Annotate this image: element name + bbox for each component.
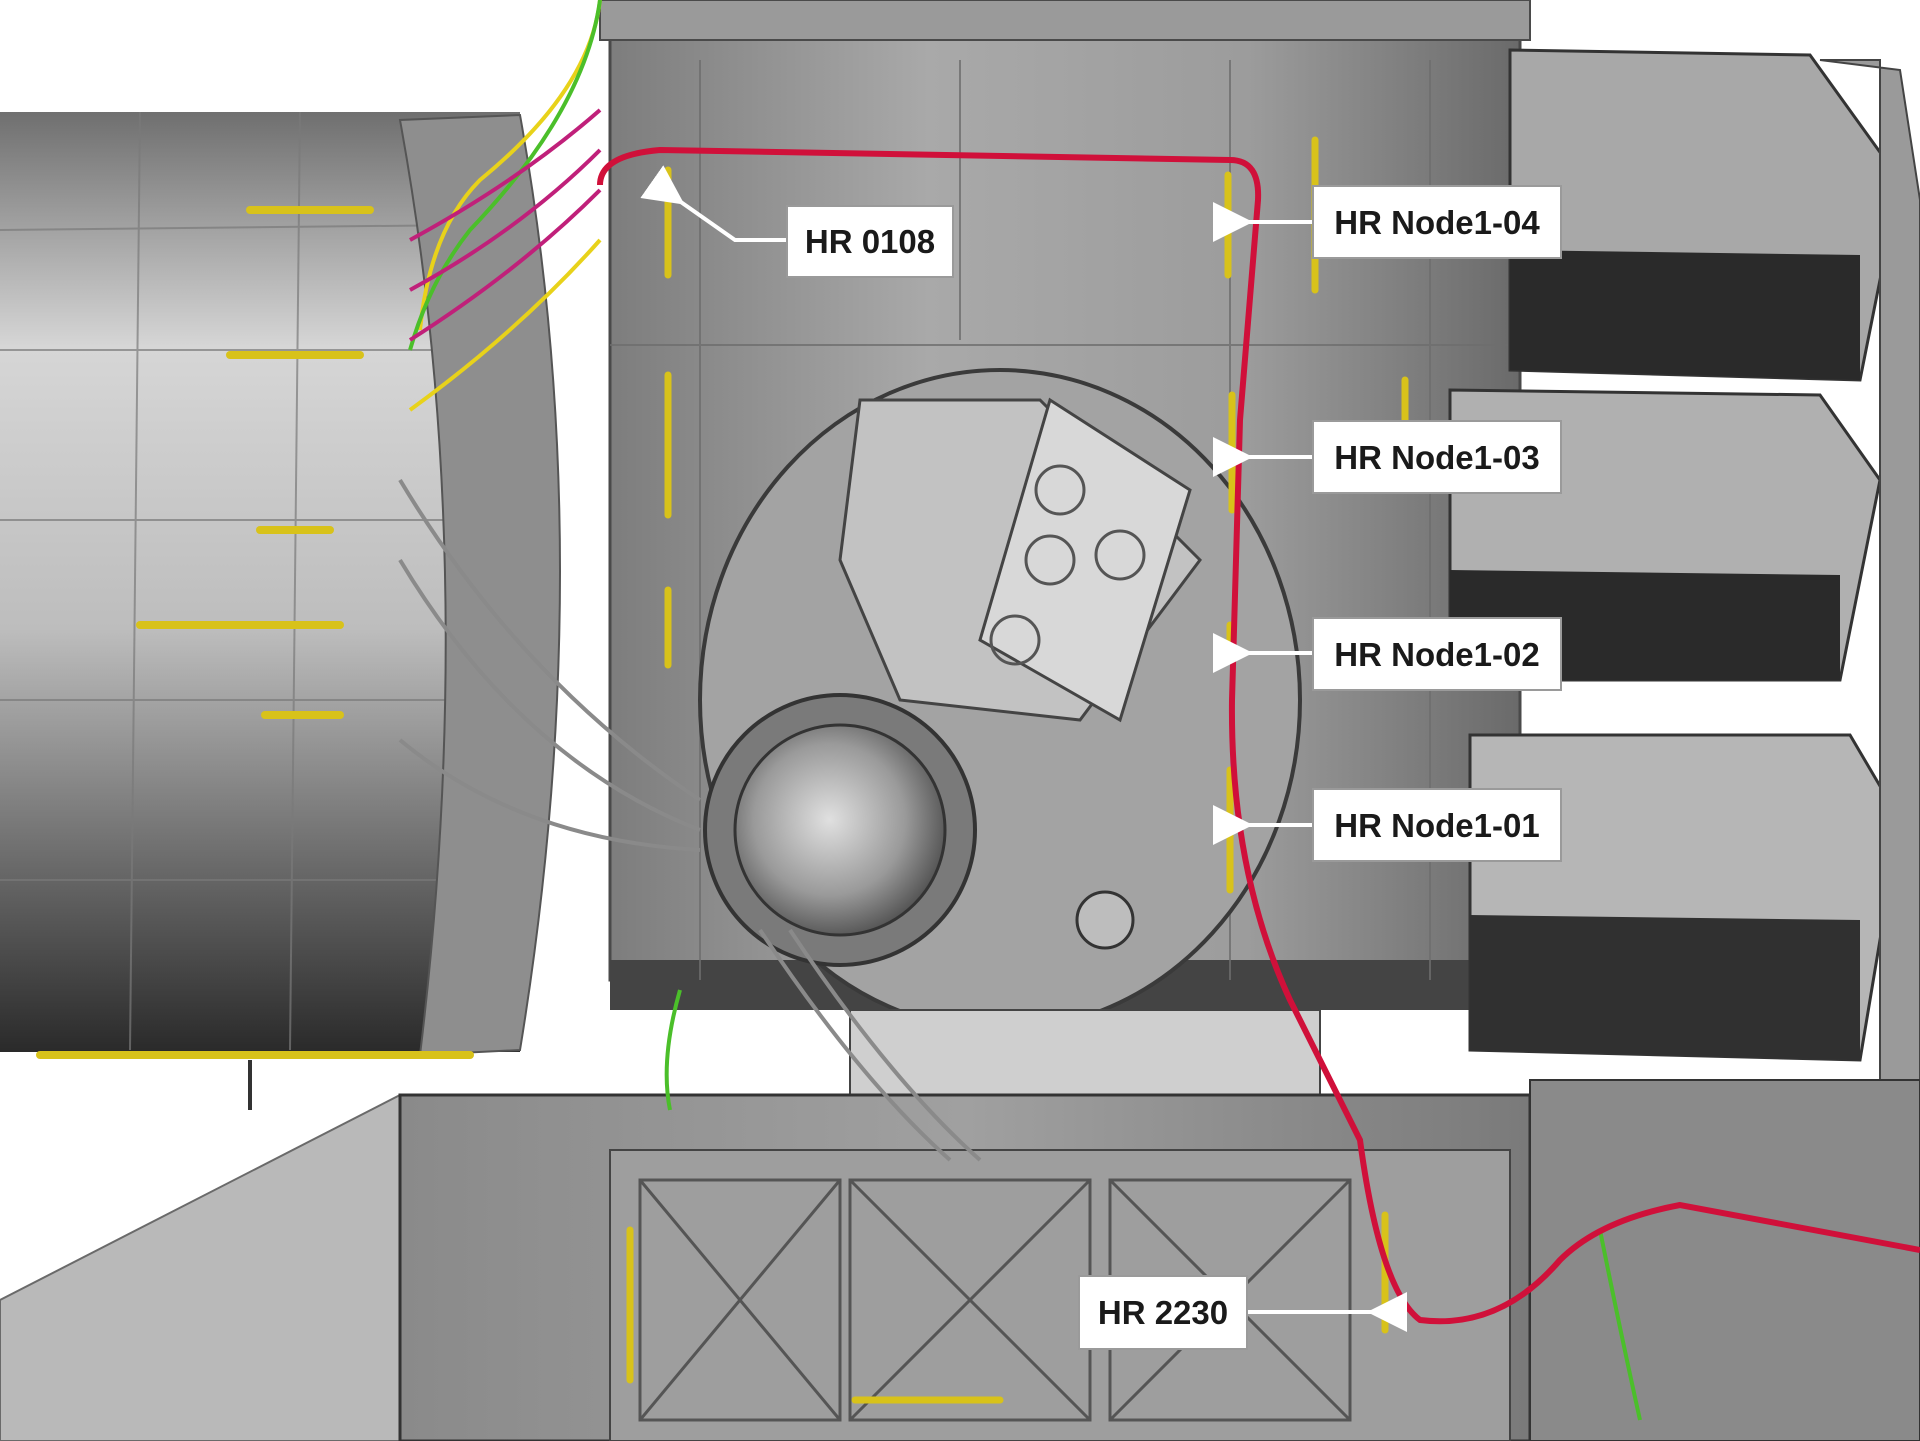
- callout-hr-2230: HR 2230: [1078, 1275, 1248, 1350]
- callout-hr-node1-03: HR Node1-03: [1312, 420, 1562, 494]
- callout-leaders: [640, 165, 1407, 1332]
- callout-hr-node1-01: HR Node1-01: [1312, 788, 1562, 862]
- callout-hr-node1-04: HR Node1-04: [1312, 185, 1562, 259]
- callout-hr-0108: HR 0108: [786, 205, 954, 278]
- red-harness: [597, 146, 1920, 1325]
- cables: [398, 0, 1642, 1421]
- hatch-assembly: [698, 368, 1302, 1032]
- lower-module: [398, 1009, 1920, 1441]
- right-side-boxes: [1448, 48, 1920, 1132]
- lab-module: [0, 111, 561, 1110]
- callout-hr-node1-02: HR Node1-02: [1312, 617, 1562, 691]
